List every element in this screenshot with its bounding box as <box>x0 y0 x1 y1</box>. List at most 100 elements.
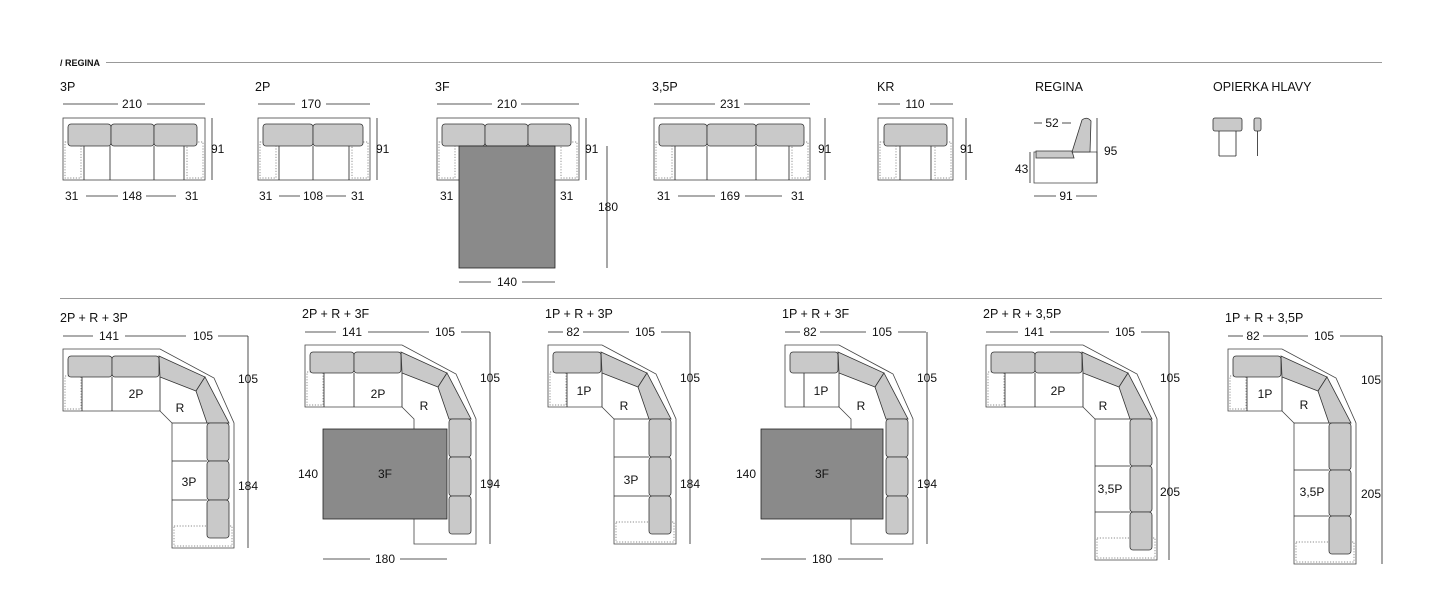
model-label: REGINA <box>1035 80 1084 94</box>
width-dim: 170 <box>301 97 321 111</box>
w1-dim: 141 <box>342 325 362 339</box>
combo-label: 2P + R + 3,5P <box>983 307 1061 321</box>
sofa-2p: 2P 170 91 31 108 31 <box>255 80 390 203</box>
headrest: OPIERKA HLAVY <box>1212 80 1312 157</box>
height-dim: 91 <box>376 142 390 156</box>
module-r: R <box>420 399 429 413</box>
corner-2p-r-3p: 2P + R + 3P 141 105 2P R 3P 105 184 <box>60 311 258 549</box>
height-dim: 91 <box>585 142 599 156</box>
arm-left-dim: 31 <box>65 189 79 203</box>
regina-side-view: REGINA 52 95 43 91 <box>1015 80 1118 203</box>
width-dim: 210 <box>497 97 517 111</box>
w1-dim: 82 <box>803 325 817 339</box>
module-2: 3F <box>378 467 392 481</box>
width-dim: 231 <box>720 97 740 111</box>
w1-dim: 82 <box>1246 329 1260 343</box>
section-title: / REGINA <box>60 58 101 68</box>
headrest-front-icon <box>1212 117 1243 132</box>
height-dim: 91 <box>818 142 832 156</box>
module-r: R <box>857 399 866 413</box>
seat-dim: 148 <box>122 189 142 203</box>
h2-dim: 205 <box>1361 487 1381 501</box>
sofa-bed <box>322 428 448 520</box>
bed-depth-dim: 180 <box>598 200 618 214</box>
seat-dim: 108 <box>303 189 323 203</box>
module-2: 3,5P <box>1098 482 1123 496</box>
h1-dim: 105 <box>238 372 258 386</box>
module-1: 2P <box>371 387 386 401</box>
h1-dim: 105 <box>1160 371 1180 385</box>
module-1: 1P <box>814 384 829 398</box>
h1-dim: 105 <box>1361 373 1381 387</box>
corner-2p-r-3-5p: 2P + R + 3,5P 141 105 2P R 3,5P 105 205 <box>983 307 1180 561</box>
model-label: KR <box>877 80 894 94</box>
module-2: 3P <box>182 475 197 489</box>
module-1: 2P <box>1051 384 1066 398</box>
sofa-3f: 3F 210 91 180 31 31 140 <box>435 80 618 289</box>
module-r: R <box>1099 399 1108 413</box>
module-1: 1P <box>1258 387 1273 401</box>
width-dim: 210 <box>122 97 142 111</box>
arm-left-dim: 31 <box>657 189 671 203</box>
sofa-bed <box>458 145 556 269</box>
module-r: R <box>620 399 629 413</box>
w2-dim: 105 <box>635 325 655 339</box>
module-2: 3F <box>815 467 829 481</box>
arm-right-dim: 31 <box>791 189 805 203</box>
w2-dim: 105 <box>1314 329 1334 343</box>
h2-dim: 194 <box>480 477 500 491</box>
depth-dim: 91 <box>1059 189 1073 203</box>
w2-dim: 105 <box>435 325 455 339</box>
bed-w-dim: 180 <box>375 552 395 566</box>
height-dim: 91 <box>960 142 974 156</box>
sofa-3-5p: 3,5P 231 91 31 169 31 <box>652 80 832 203</box>
w1-dim: 141 <box>1024 325 1044 339</box>
combo-label: 2P + R + 3P <box>60 311 128 325</box>
arm-right-dim: 31 <box>185 189 199 203</box>
combo-label: 1P + R + 3,5P <box>1225 311 1303 325</box>
h2-dim: 205 <box>1160 485 1180 499</box>
h1-dim: 105 <box>480 371 500 385</box>
width-dim: 110 <box>905 97 924 111</box>
arm-right-dim: 31 <box>351 189 365 203</box>
w1-dim: 141 <box>99 329 119 343</box>
h2-dim: 184 <box>680 477 700 491</box>
w2-dim: 105 <box>872 325 892 339</box>
h1-dim: 105 <box>680 371 700 385</box>
bed-h-dim: 140 <box>298 467 318 481</box>
corner-1p-r-3p: 1P + R + 3P 82 105 1P R 3P 105 184 <box>545 307 700 545</box>
model-label: OPIERKA HLAVY <box>1213 80 1312 94</box>
seat-height-dim: 43 <box>1015 162 1029 176</box>
model-label: 3,5P <box>652 80 678 94</box>
w1-dim: 82 <box>566 325 580 339</box>
w2-dim: 105 <box>193 329 213 343</box>
arm-left-dim: 31 <box>440 189 454 203</box>
sofa-bed <box>760 428 884 520</box>
bed-width-dim: 140 <box>497 275 517 289</box>
corner-1p-r-3-5p: 1P + R + 3,5P 82 105 1P R 3,5P 105 205 <box>1225 311 1383 565</box>
model-label: 3P <box>60 80 75 94</box>
w2-dim: 105 <box>1115 325 1135 339</box>
h1-dim: 105 <box>917 371 937 385</box>
combo-label: 1P + R + 3P <box>545 307 613 321</box>
corner-1p-r-3f: 1P + R + 3F 82 105 1P R 3F 105 194 140 1… <box>736 307 937 566</box>
headrest-side-icon <box>1253 117 1262 132</box>
arm-right-dim: 31 <box>560 189 574 203</box>
seat-depth-dim: 52 <box>1045 116 1059 130</box>
h2-dim: 194 <box>917 477 937 491</box>
height-dim: 95 <box>1104 144 1118 158</box>
module-1: 1P <box>577 384 592 398</box>
bed-w-dim: 180 <box>812 552 832 566</box>
corner-2p-r-3f: 2P + R + 3F 141 105 2P R 3F 105 194 140 … <box>298 307 500 566</box>
h2-dim: 184 <box>238 479 258 493</box>
combo-label: 1P + R + 3F <box>782 307 850 321</box>
model-label: 3F <box>435 80 450 94</box>
module-2: 3,5P <box>1300 485 1325 499</box>
sofa-3p: 3P 210 91 31 148 31 <box>60 80 225 203</box>
module-2: 3P <box>624 473 639 487</box>
module-r: R <box>1300 398 1309 412</box>
combo-label: 2P + R + 3F <box>302 307 370 321</box>
arm-left-dim: 31 <box>259 189 273 203</box>
module-r: R <box>176 401 185 415</box>
